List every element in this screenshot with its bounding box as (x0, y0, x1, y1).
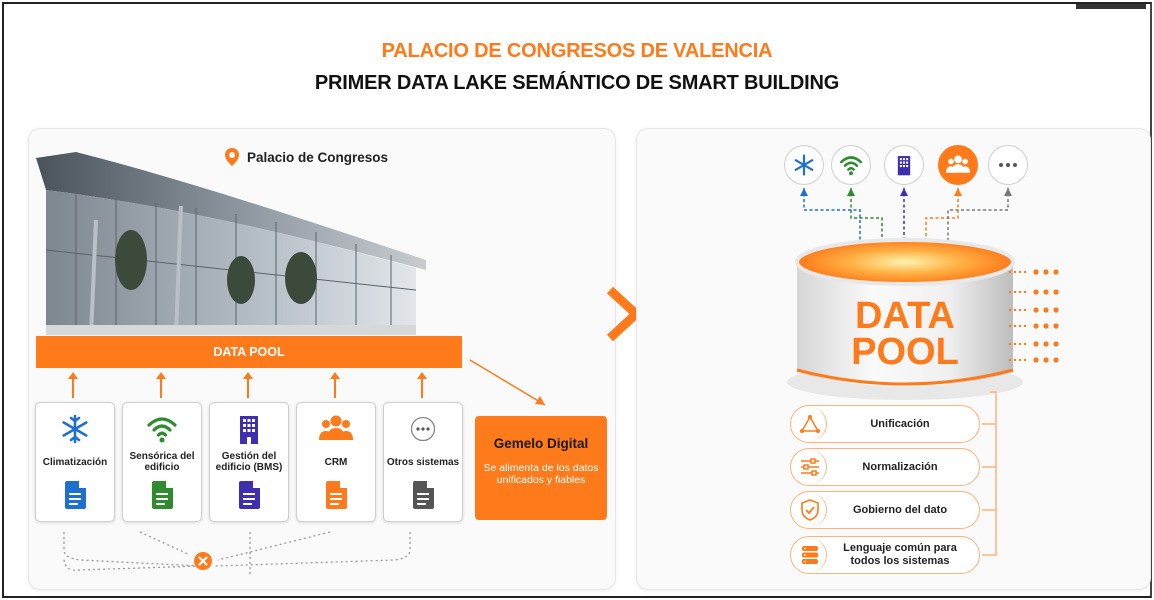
source-card-otros: Otros sistemas (383, 402, 463, 522)
feature-label: Unificación (870, 417, 930, 430)
feature-label: Gobierno del dato (852, 503, 948, 516)
triangle-nodes-icon (793, 407, 827, 441)
location-pin-icon (225, 148, 239, 166)
top-building-icon (884, 145, 924, 185)
gemelo-title: Gemelo Digital (493, 436, 589, 451)
database-icon (793, 538, 827, 572)
building-icon (240, 416, 258, 444)
gemelo-digital-box: Gemelo Digital Se alimenta de los datos … (475, 416, 607, 520)
source-label: Sensórica del edificio (129, 451, 195, 473)
feature-lenguaje: Lenguaje común para todos los sistemas (790, 536, 980, 574)
shield-check-icon (793, 493, 827, 527)
document-icon (152, 481, 173, 509)
title-line-1: PALACIO DE CONGRESOS DE VALENCIA (381, 40, 773, 62)
top-wifi-icon (831, 145, 871, 185)
snowflake-icon (62, 414, 88, 444)
feature-unificacion: Unificación (790, 405, 980, 443)
location-label: Palacio de Congresos (225, 148, 388, 166)
gemelo-description: Se alimenta de los datos unificados y fi… (483, 462, 599, 487)
source-card-bms: Gestión del edificio (BMS) (209, 402, 289, 522)
data-pool-cylinder: DATA POOL (787, 238, 1023, 400)
more-icon (410, 416, 436, 442)
top-more-icon (988, 145, 1028, 185)
document-icon (239, 481, 260, 509)
corner-bar (1076, 4, 1146, 9)
document-icon (326, 481, 347, 509)
arrow-up-icon (156, 372, 166, 398)
source-card-climatizacion: Climatización (35, 402, 115, 522)
feature-label: Normalización (862, 460, 938, 473)
feature-gobierno: Gobierno del dato (790, 491, 980, 529)
arrow-up-icon (417, 372, 427, 398)
arrow-up-icon (68, 372, 78, 398)
cylinder-text-line2: POOL (851, 331, 959, 373)
people-icon (319, 415, 353, 440)
document-icon (413, 481, 434, 509)
top-people-icon (938, 145, 978, 185)
source-card-crm: CRM (296, 402, 376, 522)
close-icon (194, 552, 212, 570)
arrow-up-icon (330, 372, 340, 398)
feature-label: Lenguaje común para todos los sistemas (843, 542, 957, 567)
data-pool-bar: DATA POOL (36, 336, 462, 368)
source-label: Climatización (42, 456, 108, 468)
arrow-up-icon (243, 372, 253, 398)
location-text: Palacio de Congresos (247, 149, 389, 165)
wifi-icon (147, 417, 177, 443)
sliders-icon (793, 450, 827, 484)
title-line-2: PRIMER DATA LAKE SEMÁNTICO DE SMART BUIL… (314, 72, 840, 94)
source-label: Gestión del edificio (BMS) (215, 451, 283, 473)
document-icon (65, 481, 86, 509)
top-snowflake-icon (784, 145, 824, 185)
source-label: CRM (324, 456, 348, 468)
source-label: Otros sistemas (386, 456, 460, 468)
building-image (36, 152, 426, 335)
cylinder-text-line1: DATA (855, 295, 955, 337)
source-card-sensorica: Sensórica del edificio (122, 402, 202, 522)
feature-normalizacion: Normalización (790, 448, 980, 486)
